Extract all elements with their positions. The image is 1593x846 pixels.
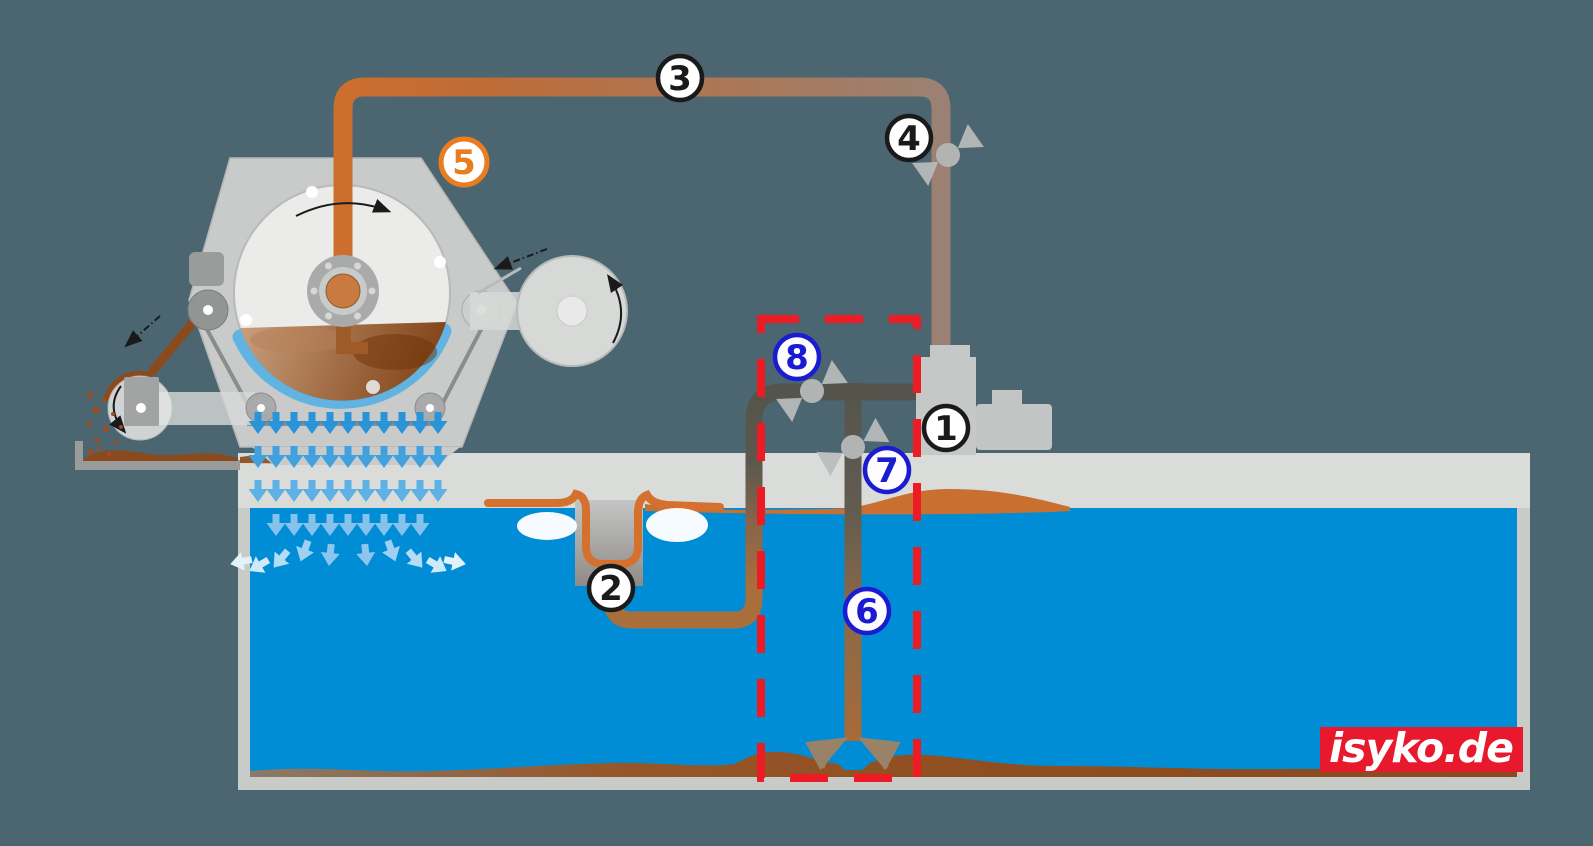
label-1: 1: [921, 403, 971, 453]
suction-flow-arrows-icon: [805, 737, 901, 771]
roller-axle: [426, 404, 434, 412]
roll-rotation-arrow-icon: [607, 274, 623, 344]
svg-text:3: 3: [668, 59, 692, 99]
svg-text:isyko.de: isyko.de: [1329, 724, 1513, 772]
pump-flange: [930, 345, 970, 359]
drum-bolt: [306, 186, 318, 198]
sludge-streak: [250, 327, 346, 353]
sludge-pile: [83, 450, 238, 461]
watermark-logo: isyko.de: [1320, 724, 1523, 772]
svg-text:8: 8: [785, 338, 809, 378]
label-4: 4: [884, 113, 934, 163]
feed-pipe: [333, 77, 951, 353]
sludge-mound: [353, 334, 437, 370]
pump-motor: [976, 404, 1052, 450]
fresh-fleece: [477, 266, 522, 295]
drum-bolt: [434, 256, 446, 268]
drum-bolt: [240, 314, 252, 326]
svg-text:5: 5: [452, 143, 476, 183]
roller-axle: [203, 305, 213, 315]
foam-patch-left: [517, 512, 577, 540]
fleece-feed-arrow-icon: [493, 248, 548, 270]
pump-motor-cap: [992, 390, 1022, 406]
svg-text:2: 2: [599, 569, 623, 609]
label-7: 7: [862, 445, 912, 495]
drum-bolt: [366, 380, 380, 394]
label-6: 6: [842, 586, 892, 636]
svg-text:6: 6: [855, 592, 879, 632]
pond-water: [250, 508, 1517, 777]
label-2: 2: [586, 563, 636, 613]
label-8: 8: [772, 332, 822, 382]
svg-text:4: 4: [897, 119, 921, 159]
supply-roll-core: [556, 295, 588, 327]
surface-scum: [645, 489, 1070, 515]
svg-text:7: 7: [875, 451, 899, 491]
drum-filter-machine: [86, 77, 951, 580]
debris-particles: [86, 392, 123, 457]
skimmer-suction-line: [603, 383, 920, 629]
label-3: 3: [655, 53, 705, 103]
takeup-motor: [124, 377, 159, 426]
foam-patch-right: [646, 508, 708, 542]
roller-axle: [136, 403, 146, 413]
svg-text:1: 1: [934, 409, 958, 449]
label-5: 5: [438, 136, 490, 188]
detail-dashed-box: [757, 315, 921, 782]
belt-tensioner: [189, 252, 224, 286]
drum-rotation-arrow-icon: [295, 199, 392, 217]
drum-hub: [307, 255, 379, 327]
roller-axle: [257, 404, 265, 412]
